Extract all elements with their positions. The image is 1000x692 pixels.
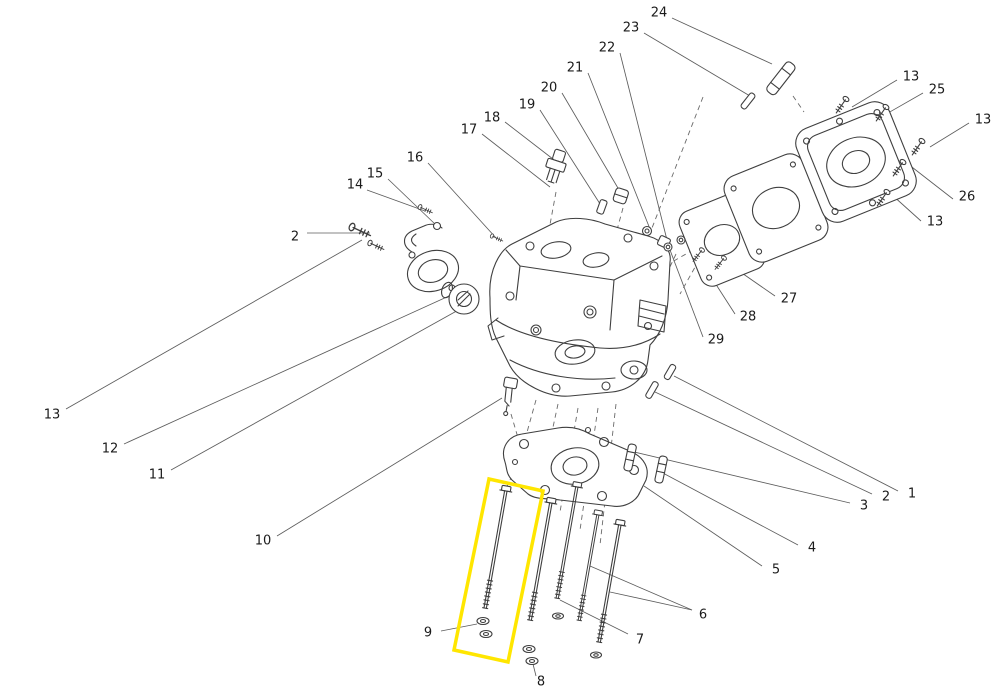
pin bbox=[740, 92, 756, 110]
callout-2: 2 bbox=[291, 230, 299, 245]
temperature-sensor bbox=[545, 148, 567, 184]
callout-5: 5 bbox=[772, 563, 780, 578]
callout-6: 6 bbox=[699, 608, 707, 623]
callout-23: 23 bbox=[623, 21, 640, 36]
leader-line-13 bbox=[929, 122, 970, 148]
bottom-studs bbox=[623, 363, 677, 484]
callout-17: 17 bbox=[461, 123, 478, 138]
leader-line-11 bbox=[170, 307, 463, 471]
leader-line-6 bbox=[589, 565, 693, 611]
callout-3: 3 bbox=[860, 499, 868, 514]
callout-11: 11 bbox=[149, 468, 166, 483]
callout-27: 27 bbox=[781, 292, 798, 307]
leader-line-1 bbox=[673, 375, 899, 492]
leader-line-26 bbox=[907, 163, 954, 200]
cover-gasket bbox=[723, 153, 829, 263]
leader-layer bbox=[65, 17, 970, 677]
leader-line-7 bbox=[559, 599, 629, 635]
leader-line-20 bbox=[561, 92, 626, 201]
part-9-highlight bbox=[451, 476, 546, 665]
leader-line-19 bbox=[539, 109, 603, 208]
leader-line-17 bbox=[481, 133, 551, 188]
callout-20: 20 bbox=[541, 81, 558, 96]
highlight-layer bbox=[451, 476, 546, 665]
callout-24: 24 bbox=[651, 6, 668, 21]
water-outlet-housing bbox=[403, 223, 460, 299]
leader-line-21 bbox=[587, 72, 651, 230]
callout-13: 13 bbox=[975, 113, 992, 128]
leader-line-29 bbox=[669, 249, 704, 338]
thermostat bbox=[448, 283, 480, 315]
callout-2: 2 bbox=[882, 490, 890, 505]
callout-15: 15 bbox=[367, 167, 384, 182]
leader-line-13 bbox=[851, 79, 898, 108]
leader-line-15 bbox=[387, 178, 437, 226]
callout-14: 14 bbox=[347, 178, 364, 193]
cap-plug bbox=[612, 187, 629, 205]
leader-line-2 bbox=[654, 391, 873, 495]
leader-line-6 bbox=[609, 591, 693, 611]
spark-plug bbox=[503, 376, 519, 417]
bolt-washers bbox=[476, 612, 603, 666]
callout-8: 8 bbox=[537, 675, 545, 690]
leader-line-25 bbox=[887, 92, 924, 114]
leader-line-13 bbox=[65, 239, 363, 410]
stud-washer-cluster bbox=[663, 235, 728, 272]
head-gasket bbox=[503, 426, 648, 507]
leader-line-23 bbox=[643, 32, 751, 97]
callout-22: 22 bbox=[599, 41, 616, 56]
callout-18: 18 bbox=[484, 111, 501, 126]
callout-13: 13 bbox=[44, 408, 61, 423]
leader-line-5 bbox=[643, 485, 763, 567]
leader-line-14 bbox=[366, 189, 426, 212]
callout-10: 10 bbox=[255, 534, 272, 549]
callout-1: 1 bbox=[908, 487, 916, 502]
leader-line-24 bbox=[671, 17, 773, 65]
callout-12: 12 bbox=[102, 442, 119, 457]
leader-line-16 bbox=[427, 162, 498, 240]
callout-25: 25 bbox=[929, 83, 946, 98]
left-bolts bbox=[347, 203, 442, 253]
leader-line-3 bbox=[633, 451, 851, 504]
cylinder-head bbox=[487, 217, 671, 397]
leader-line-12 bbox=[123, 295, 450, 445]
callout-7: 7 bbox=[636, 633, 644, 648]
callout-19: 19 bbox=[519, 98, 536, 113]
leader-line-4 bbox=[660, 471, 799, 546]
callout-26: 26 bbox=[959, 190, 976, 205]
callout-13: 13 bbox=[927, 215, 944, 230]
callout-13: 13 bbox=[903, 70, 920, 85]
leader-line-10 bbox=[276, 397, 503, 537]
callout-28: 28 bbox=[740, 310, 757, 325]
callout-16: 16 bbox=[407, 151, 424, 166]
callout-21: 21 bbox=[567, 61, 584, 76]
callout-29: 29 bbox=[708, 333, 725, 348]
callout-4: 4 bbox=[808, 541, 816, 556]
callout-9: 9 bbox=[424, 626, 432, 641]
breather-cylinder bbox=[766, 61, 796, 96]
leader-line-8 bbox=[532, 663, 537, 677]
